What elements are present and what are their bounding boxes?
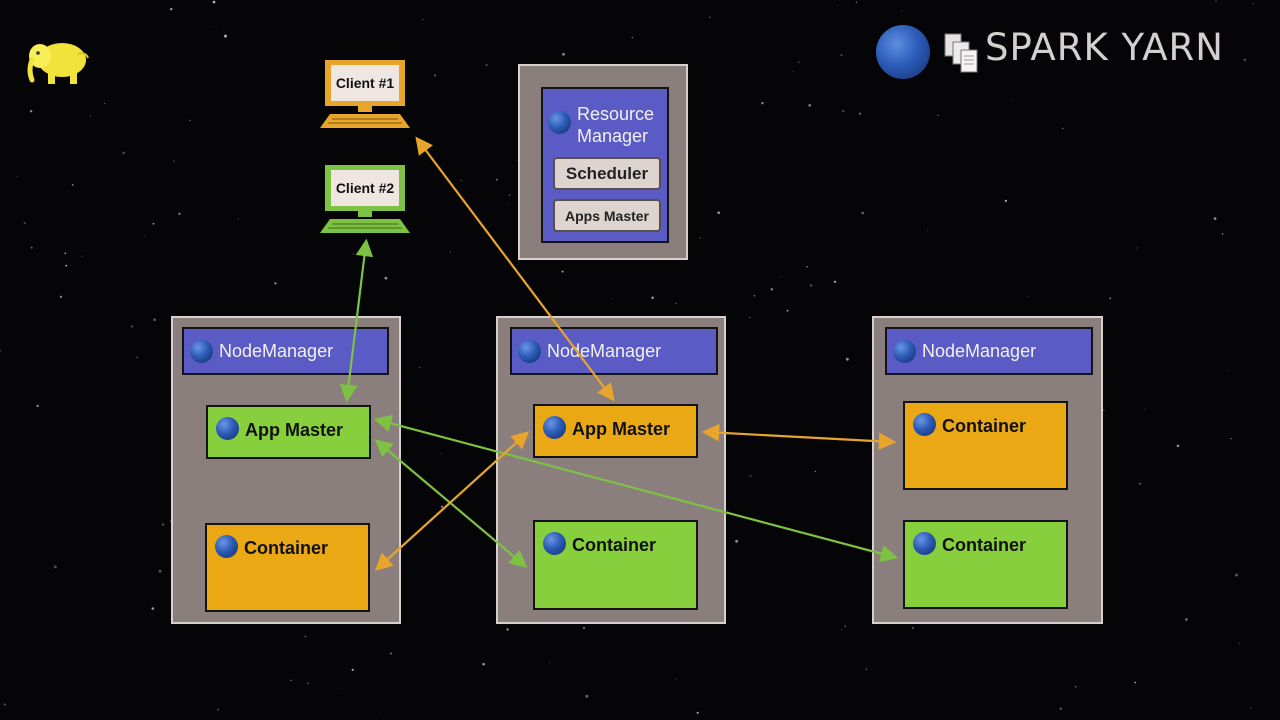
node-2-nodemanager: NodeManager [510,327,718,375]
client-2-label: Client #2 [335,180,395,196]
resource-manager-panel: Resource Manager Scheduler Apps Master [518,64,688,260]
node-3-container-top: Container [903,401,1068,490]
globe-icon [913,532,936,555]
node-2-container: Container [533,520,698,610]
node-3: NodeManager Container Container [872,316,1103,624]
globe-icon [548,111,571,134]
apps-master-box: Apps Master [553,199,661,232]
node-1-container: Container [205,523,370,612]
globe-icon [876,25,930,79]
node-1: NodeManager App Master Container [171,316,401,624]
node-3-container-bottom: Container [903,520,1068,609]
scheduler-box: Scheduler [553,157,661,190]
globe-icon [893,339,916,363]
page-title: SPARK YARN [985,26,1224,69]
globe-icon [216,417,239,440]
documents-icon [944,33,978,73]
node-1-nodemanager: NodeManager [182,327,389,375]
resource-manager-box: Resource Manager Scheduler Apps Master [541,87,669,243]
client-1-label: Client #1 [335,75,395,91]
globe-icon [543,416,566,439]
client-2-computer-icon [320,165,410,233]
node-1-app-master: App Master [206,405,371,459]
node-2-app-master: App Master [533,404,698,458]
node-2: NodeManager App Master Container [496,316,726,624]
globe-icon [543,532,566,555]
globe-icon [913,413,936,436]
client-1-computer-icon [320,60,410,128]
resource-manager-title: Resource Manager [577,104,655,146]
hadoop-elephant-icon [27,43,89,84]
globe-icon [190,339,213,363]
globe-icon [215,535,238,558]
node-3-nodemanager: NodeManager [885,327,1093,375]
globe-icon [518,339,541,363]
